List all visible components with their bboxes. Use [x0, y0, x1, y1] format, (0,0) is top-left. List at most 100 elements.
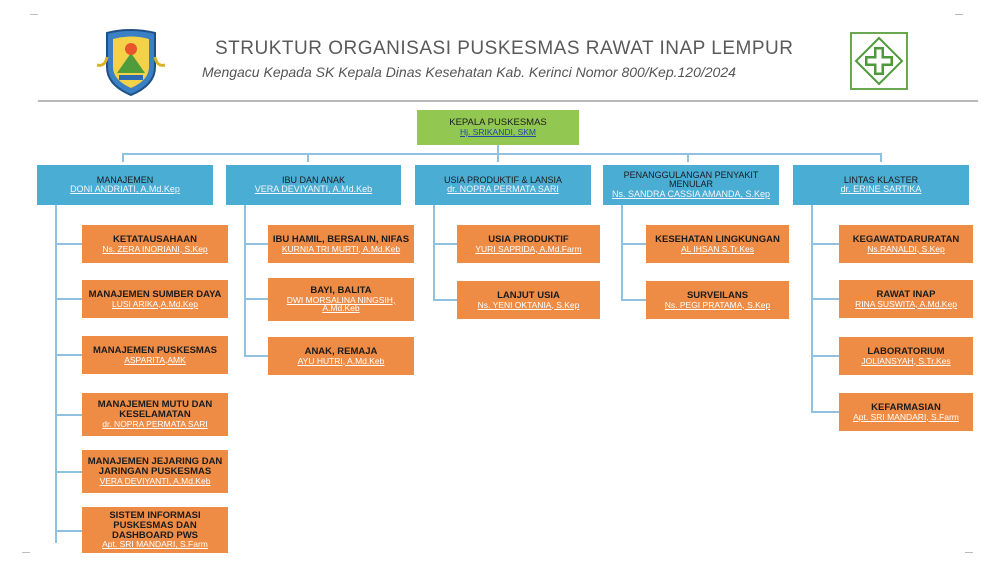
unit-title: SURVEILANS — [686, 289, 749, 301]
unit-box[interactable]: KEFARMASIAN Apt. SRI MANDARI, S.Farm — [839, 393, 973, 431]
unit-box[interactable]: KETATAUSAHAAN Ns. ZERA INORIANI, S.Kep — [82, 225, 228, 263]
corner-mark — [955, 14, 963, 15]
corner-mark — [965, 552, 973, 553]
connector — [497, 153, 499, 162]
head-title: KEPALA PUSKESMAS — [449, 117, 547, 129]
connector — [811, 205, 813, 413]
unit-name: Apt. SRI MANDARI, S.Farm — [853, 411, 959, 422]
connector — [811, 411, 839, 413]
connector — [55, 354, 82, 356]
unit-box[interactable]: KESEHATAN LINGKUNGAN AL IHSAN S.Tr.Kes — [646, 225, 789, 263]
page-title: STRUKTUR ORGANISASI PUSKESMAS RAWAT INAP… — [215, 38, 794, 59]
unit-name: AYU HUTRI, A.Md.Keb — [297, 355, 385, 366]
unit-name: Ns. YENI OKTANIA, S.Kep — [477, 299, 580, 310]
unit-name: KURNIA TRI MURTI, A.Md.Keb — [281, 243, 401, 254]
cluster-manajemen[interactable]: MANAJEMEN DONI ANDRIATI, A.Md.Kep — [37, 165, 213, 205]
unit-box[interactable]: ANAK, REMAJA AYU HUTRI, A.Md.Keb — [268, 337, 414, 375]
unit-name: Apt. SRI MANDARI, S.Farm — [102, 539, 208, 550]
header-divider — [38, 100, 978, 102]
connector — [244, 205, 246, 357]
connector — [55, 205, 57, 543]
cluster-title: IBU DAN ANAK — [281, 174, 346, 185]
connector — [55, 298, 82, 300]
cluster-name: VERA DEVIYANTI, A.Md.Keb — [254, 184, 373, 194]
unit-name: JOLIANSYAH, S.Tr.Kes — [861, 355, 951, 366]
unit-box[interactable]: IBU HAMIL, BERSALIN, NIFAS KURNIA TRI MU… — [268, 225, 414, 263]
connector — [244, 298, 268, 300]
cluster-ibu-dan-anak[interactable]: IBU DAN ANAK VERA DEVIYANTI, A.Md.Keb — [226, 165, 401, 205]
unit-name: LUSI ARIKA,A.Md.Kep — [112, 298, 198, 309]
unit-name: VERA DEVIYANTI, A.Md.Keb — [99, 476, 211, 486]
unit-title: IBU HAMIL, BERSALIN, NIFAS — [272, 233, 410, 245]
connector — [880, 153, 882, 162]
connector — [811, 355, 839, 357]
cluster-name: DONI ANDRIATI, A.Md.Kep — [70, 184, 180, 194]
unit-name: AL IHSAN S.Tr.Kes — [680, 243, 755, 254]
unit-box[interactable]: LANJUT USIA Ns. YENI OKTANIA, S.Kep — [457, 281, 600, 319]
unit-title: RAWAT INAP — [876, 288, 936, 300]
unit-box[interactable]: RAWAT INAP RINA SUSWITA, A.Md.Kep — [839, 280, 973, 318]
cluster-title: USIA PRODUKTIF & LANSIA — [443, 174, 563, 185]
unit-box[interactable]: SISTEM INFORMASI PUSKESMAS DAN DASHBOARD… — [82, 507, 228, 553]
connector — [55, 243, 82, 245]
unit-title: KESEHATAN LINGKUNGAN — [655, 233, 780, 245]
connector — [433, 205, 435, 301]
connector — [122, 153, 124, 162]
corner-mark — [22, 552, 30, 553]
cluster-penanggulangan-penyakit[interactable]: PENANGGULANGAN PENYAKIT MENULAR Ns. SAND… — [603, 165, 779, 205]
unit-name: ASPARITA,AMK — [124, 354, 186, 365]
connector — [621, 299, 646, 301]
cluster-name: dr. ERINE SARTIKA — [840, 184, 922, 194]
unit-title: ANAK, REMAJA — [304, 345, 378, 357]
unit-title: MANAJEMEN MUTU DAN KESELAMATAN — [97, 399, 213, 421]
cluster-name: dr. NOPRA PERMATA SARI — [447, 184, 559, 194]
unit-title: LABORATORIUM — [867, 345, 945, 357]
connector — [687, 153, 689, 162]
connector — [55, 414, 82, 416]
cluster-title: LINTAS KLASTER — [843, 174, 919, 185]
unit-title: SISTEM INFORMASI PUSKESMAS DAN DASHBOARD… — [109, 509, 201, 541]
connector — [55, 530, 82, 532]
corner-mark — [30, 14, 38, 15]
connector — [244, 243, 268, 245]
unit-name: Ns. PEGI PRATAMA, S.Kep — [664, 299, 771, 310]
kerinci-emblem-icon — [95, 27, 167, 97]
connector — [621, 205, 623, 301]
unit-name: dr. NOPRA PERMATA SARI — [102, 419, 208, 429]
unit-box[interactable]: MANAJEMEN JEJARING DAN JARINGAN PUSKESMA… — [82, 450, 228, 493]
connector — [307, 153, 309, 162]
unit-name: DWI MORSALINA NINGSIH, A.Md.Keb — [286, 294, 396, 314]
connector — [55, 471, 82, 473]
connector — [122, 153, 882, 155]
unit-title: KEFARMASIAN — [871, 401, 941, 413]
connector — [811, 298, 839, 300]
connector — [244, 355, 268, 357]
unit-box[interactable]: SURVEILANS Ns. PEGI PRATAMA, S.Kep — [646, 281, 789, 319]
head-name: Hj. SRIKANDI, SKM — [459, 127, 537, 138]
page-subtitle: Mengacu Kepada SK Kepala Dinas Kesehatan… — [202, 64, 736, 80]
head-box[interactable]: KEPALA PUSKESMAS Hj. SRIKANDI, SKM — [417, 110, 579, 145]
unit-title: MANAJEMEN PUSKESMAS — [92, 344, 218, 356]
connector — [621, 243, 646, 245]
unit-box[interactable]: BAYI, BALITA DWI MORSALINA NINGSIH, A.Md… — [268, 278, 414, 321]
cluster-name: Ns. SANDRA CASSIA AMANDA, S.Kep — [611, 188, 771, 199]
unit-box[interactable]: LABORATORIUM JOLIANSYAH, S.Tr.Kes — [839, 337, 973, 375]
unit-title: KEGAWATDARURATAN — [852, 233, 960, 245]
unit-title: LANJUT USIA — [497, 289, 560, 301]
unit-box[interactable]: MANAJEMEN PUSKESMAS ASPARITA,AMK — [82, 336, 228, 374]
cluster-lintas-klaster[interactable]: LINTAS KLASTER dr. ERINE SARTIKA — [793, 165, 969, 205]
cluster-title: PENANGGULANGAN PENYAKIT MENULAR — [623, 169, 759, 190]
unit-box[interactable]: MANAJEMEN SUMBER DAYA LUSI ARIKA,A.Md.Ke… — [82, 280, 228, 318]
unit-title: BAYI, BALITA — [310, 284, 372, 296]
green-cross-logo-icon — [850, 32, 908, 90]
unit-box[interactable]: MANAJEMEN MUTU DAN KESELAMATAN dr. NOPRA… — [82, 393, 228, 436]
cluster-usia-produktif-lansia[interactable]: USIA PRODUKTIF & LANSIA dr. NOPRA PERMAT… — [415, 165, 591, 205]
connector — [433, 243, 457, 245]
unit-box[interactable]: KEGAWATDARURATAN Ns.RANALDI, S.Kep — [839, 225, 973, 263]
unit-name: YURI SAPRIDA, A.Md.Farm — [475, 243, 582, 254]
unit-box[interactable]: USIA PRODUKTIF YURI SAPRIDA, A.Md.Farm — [457, 225, 600, 263]
unit-title: MANAJEMEN SUMBER DAYA — [88, 288, 222, 300]
unit-title: USIA PRODUKTIF — [488, 233, 569, 245]
unit-name: Ns. ZERA INORIANI, S.Kep — [102, 243, 208, 254]
connector — [433, 299, 457, 301]
